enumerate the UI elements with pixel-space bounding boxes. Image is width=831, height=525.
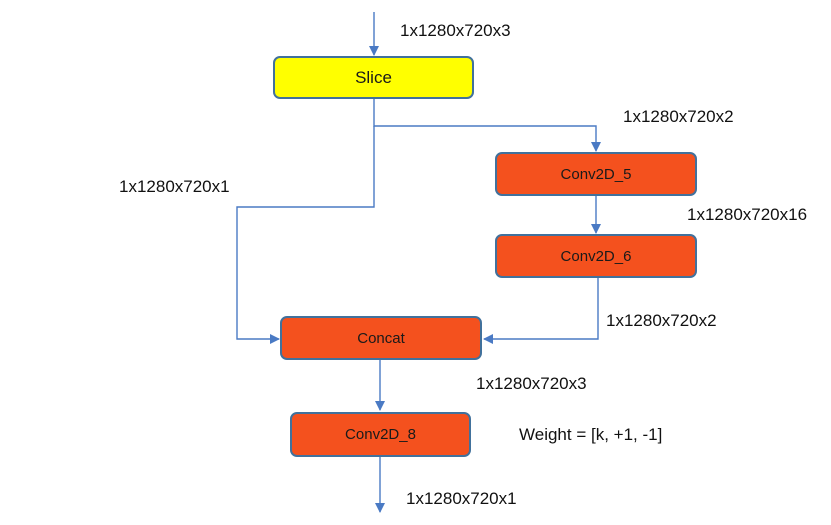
- label-conv2d-6-to-concat-shape: 1x1280x720x2: [606, 311, 717, 330]
- conv2d-8-node: Conv2D_8: [290, 412, 471, 457]
- label-slice-to-conv2d-5-shape: 1x1280x720x2: [623, 107, 734, 126]
- weight-annotation: Weight = [k, +1, -1]: [519, 425, 663, 444]
- edge-conv2d-6-to-concat: [483, 277, 599, 344]
- edge-slice-to-conv2d-5: [373, 98, 601, 152]
- concat-node: Concat: [280, 316, 482, 360]
- conv2d-6-node-label: Conv2D_6: [560, 247, 632, 265]
- conv2d-5-node-label: Conv2D_5: [560, 165, 632, 183]
- label-conv2d-5-to-conv2d-6-shape: 1x1280x720x16: [687, 205, 808, 224]
- conv2d-5-node: Conv2D_5: [495, 152, 697, 196]
- label-concat-to-conv2d-8-shape: 1x1280x720x3: [476, 374, 587, 393]
- label-input-shape: 1x1280x720x3: [400, 21, 511, 40]
- conv2d-8-node-label: Conv2D_8: [345, 426, 416, 443]
- label-slice-to-concat-shape: 1x1280x720x1: [119, 177, 230, 196]
- label-output-shape: 1x1280x720x1: [406, 489, 517, 508]
- edge-slice-to-concat: [236, 126, 375, 344]
- concat-node-label: Concat: [357, 329, 405, 347]
- slice-node: Slice: [273, 56, 474, 99]
- slice-node-label: Slice: [355, 67, 392, 87]
- conv2d-6-node: Conv2D_6: [495, 234, 697, 278]
